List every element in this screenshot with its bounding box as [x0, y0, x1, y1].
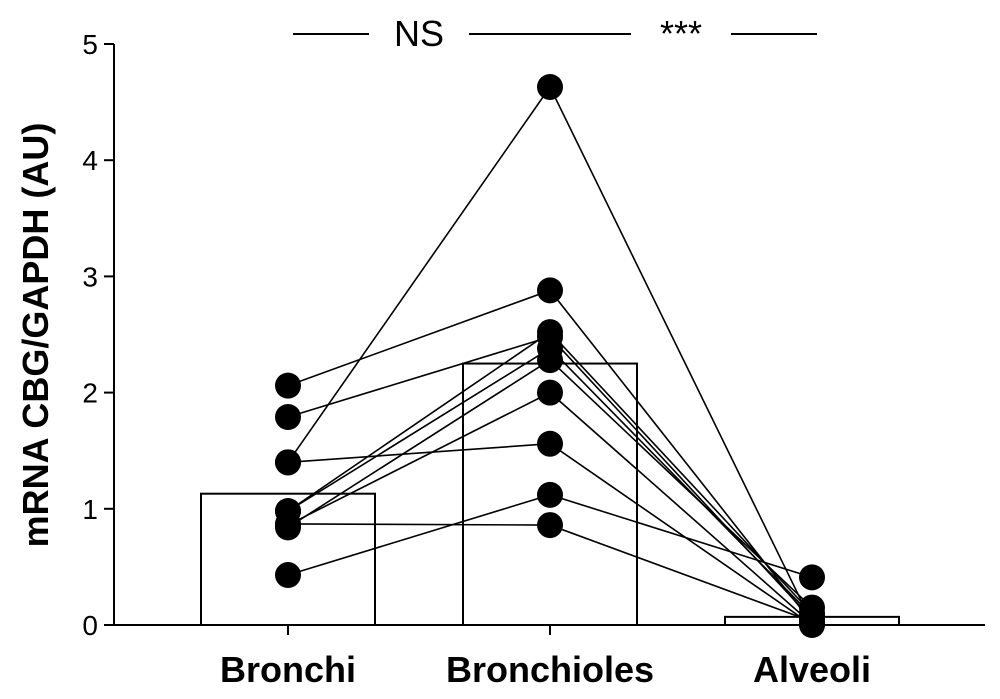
y-tick-label: 5	[82, 29, 98, 60]
significance-label: ***	[660, 13, 702, 54]
data-point	[537, 277, 563, 304]
data-point	[275, 449, 301, 476]
data-point	[537, 335, 563, 362]
y-axis-label: mRNA CBG/GAPDH (AU)	[15, 123, 56, 548]
y-tick-label: 4	[82, 145, 98, 176]
y-tick-label: 0	[82, 610, 98, 641]
data-point	[275, 404, 301, 431]
data-point	[537, 430, 563, 457]
data-point	[275, 562, 301, 589]
x-tick-label-alveoli: Alveoli	[753, 649, 871, 690]
y-tick-label: 1	[82, 494, 98, 525]
y-tick-label: 2	[82, 378, 98, 409]
significance-label: NS	[394, 13, 444, 54]
data-point	[537, 481, 563, 508]
data-point	[537, 379, 563, 406]
x-tick-label-bronchioles: Bronchioles	[446, 649, 654, 690]
data-point	[537, 512, 563, 539]
data-point	[275, 498, 301, 525]
data-point	[275, 372, 301, 399]
data-point	[799, 602, 825, 629]
data-point	[537, 73, 563, 100]
data-point	[799, 564, 825, 591]
x-tick-label-bronchi: Bronchi	[220, 649, 356, 690]
y-tick-label: 3	[82, 261, 98, 292]
